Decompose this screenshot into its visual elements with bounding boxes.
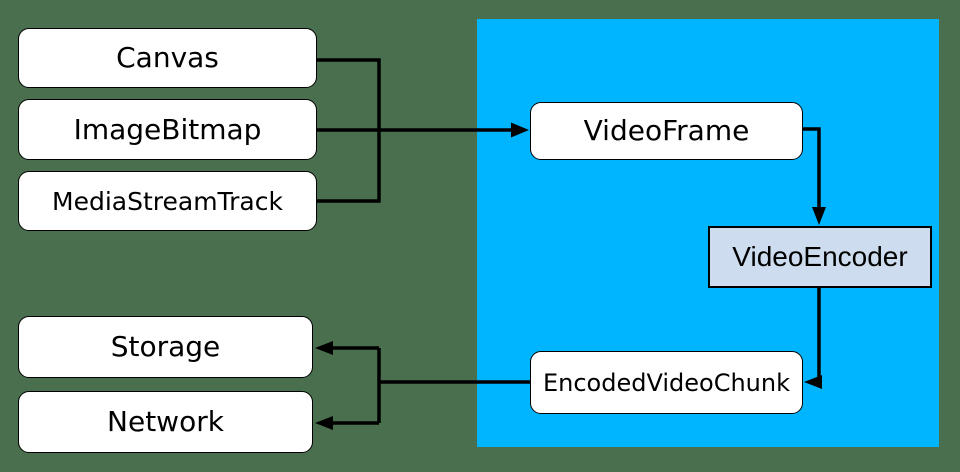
node-image-bitmap: ImageBitmap — [18, 99, 317, 160]
node-encoded-video-chunk: EncodedVideoChunk — [530, 351, 803, 414]
arrowhead-into-videoencoder — [812, 207, 826, 225]
arrowhead-into-videoframe — [511, 122, 529, 138]
node-media-stream-track: MediaStreamTrack — [18, 171, 317, 231]
node-network: Network — [18, 391, 313, 453]
node-canvas: Canvas — [18, 28, 317, 88]
connector-videoframe-to-encoder — [803, 127, 821, 208]
node-storage: Storage — [18, 316, 313, 378]
connector-encoder-to-chunk — [817, 287, 821, 384]
connector-chunk-to-sinks — [333, 346, 530, 425]
arrowhead-into-storage — [315, 341, 333, 355]
node-video-encoder: VideoEncoder — [708, 226, 932, 288]
arrowhead-into-encodedvideochunk — [804, 375, 822, 389]
node-video-frame: VideoFrame — [530, 102, 803, 160]
arrowhead-into-network — [315, 416, 333, 430]
